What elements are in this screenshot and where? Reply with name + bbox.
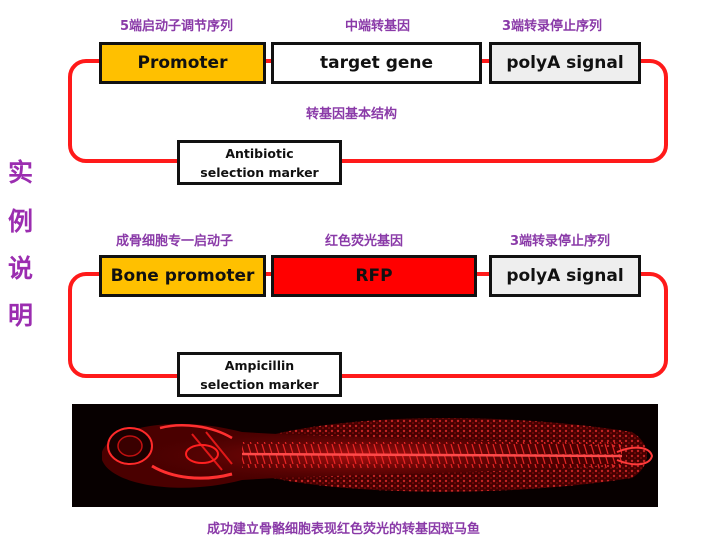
rfp-label: RFP — [355, 266, 393, 286]
polya-label-1: polyA signal — [506, 53, 624, 73]
zebrafish-fluorescence-image — [72, 404, 658, 507]
polya-caption-2: 3端转录停止序列 — [510, 234, 611, 249]
promoter-box-1: Promoter — [99, 42, 266, 84]
target-gene-box: target gene — [271, 42, 482, 84]
target-gene-label: target gene — [319, 53, 434, 73]
polya-box-2: polyA signal — [489, 255, 641, 297]
promoter-label-1: Promoter — [137, 53, 228, 73]
zebrafish-illustration — [102, 418, 654, 492]
gene-caption-1: 中端转基因 — [345, 19, 411, 34]
promoter-caption-2: 成骨细胞专一启动子 — [116, 234, 234, 249]
bone-promoter-box: Bone promoter — [99, 255, 266, 297]
promoter-caption-1: 5端启动子调节序列 — [120, 19, 234, 34]
polya-label-2: polyA signal — [506, 266, 624, 286]
side-label-char-2: 例 — [8, 207, 34, 236]
side-label-char-3: 说 — [8, 254, 34, 283]
photo-caption: 成功建立骨骼细胞表现红色荧光的转基因斑马鱼 — [207, 522, 481, 537]
structure-caption: 转基因基本结构 — [306, 107, 398, 122]
antibiotic-marker-line1: Antibiotic — [225, 145, 294, 161]
antibiotic-marker-box: Antibiotic selection marker — [177, 140, 342, 185]
bone-promoter-label: Bone promoter — [110, 266, 255, 286]
rfp-box: RFP — [271, 255, 477, 297]
gene-caption-2: 红色荧光基因 — [325, 234, 404, 249]
ampicillin-marker-box: Ampicillin selection marker — [177, 352, 342, 397]
antibiotic-marker-line2: selection marker — [200, 164, 319, 180]
polya-box-1: polyA signal — [489, 42, 641, 84]
ampicillin-marker-line1: Ampicillin — [224, 357, 295, 373]
side-label-char-1: 实 — [8, 158, 34, 187]
polya-caption-1: 3端转录停止序列 — [502, 19, 603, 34]
side-label-char-4: 明 — [8, 301, 34, 330]
ampicillin-marker-line2: selection marker — [200, 376, 319, 392]
